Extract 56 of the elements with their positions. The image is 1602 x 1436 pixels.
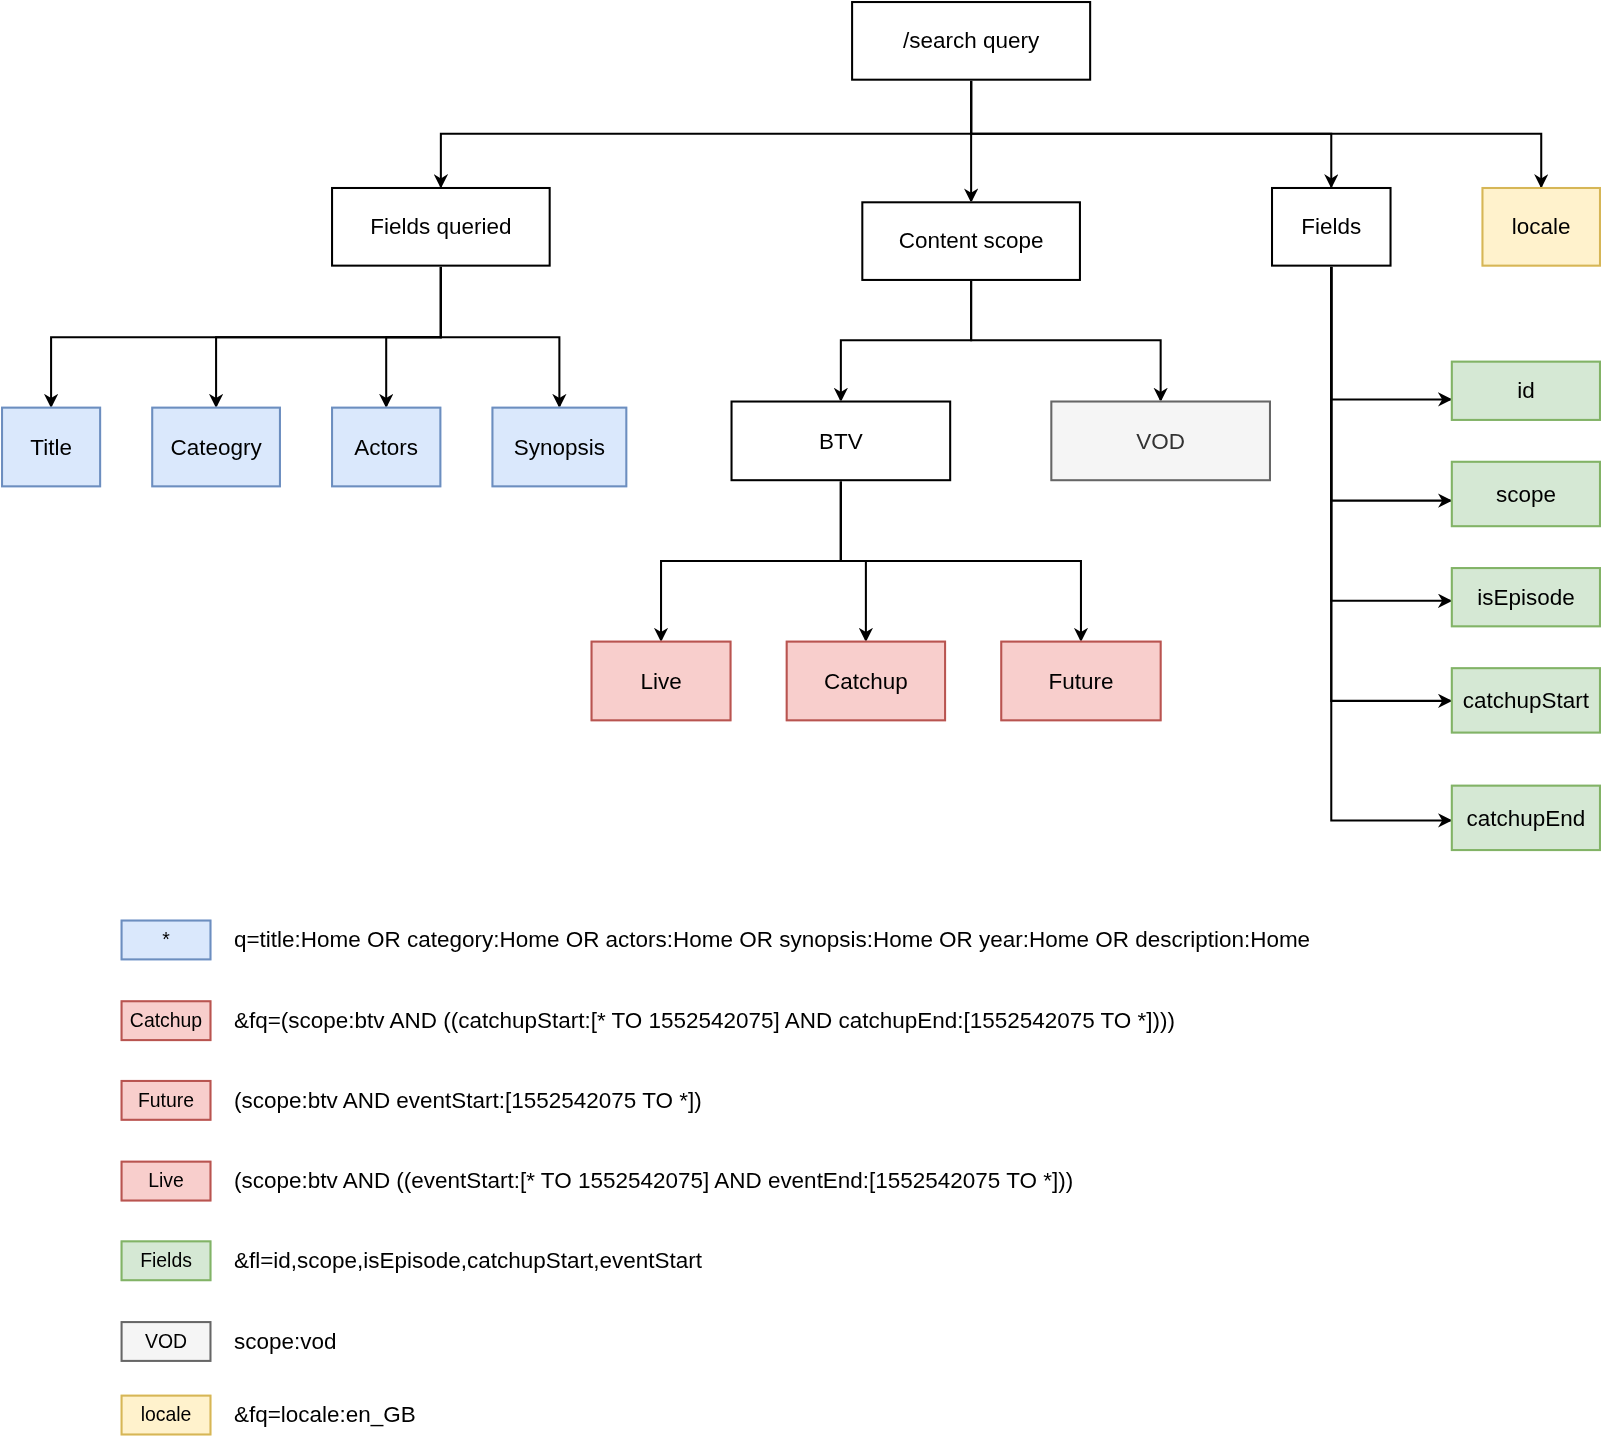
legend-swatch: Live (120, 1160, 212, 1202)
legend-swatch: Future (120, 1079, 212, 1121)
node-box (1450, 567, 1601, 628)
node-box (331, 406, 442, 488)
node-label: Cateogry (170, 433, 262, 461)
node-label: Fields queried (370, 213, 512, 241)
legend-swatch: locale (120, 1394, 212, 1436)
node-label: Catchup (824, 667, 908, 695)
legend-text: (scope:btv AND eventStart:[1552542075 TO *]) (233, 1087, 702, 1114)
node-box (1050, 400, 1271, 482)
node-box (331, 186, 551, 267)
arrow (970, 280, 1168, 402)
legend-text: scope:vod (233, 1328, 337, 1355)
legend-text: &fq=(scope:btv AND ((catchupStart:[* TO 1552542075] AND catchupEnd:[1552542075 TO *]))) (233, 1007, 1176, 1034)
node-label: isEpisode (1477, 583, 1575, 611)
node-box (851, 1, 1092, 81)
node-box (785, 640, 947, 722)
legend-swatch: * (120, 919, 212, 961)
node-box (1, 406, 102, 488)
node-label: locale (1511, 213, 1571, 241)
node-label: /search query (903, 27, 1040, 55)
node-label: VOD (1136, 427, 1185, 455)
node-box (1450, 667, 1601, 734)
node-box (1271, 186, 1392, 267)
node-label: BTV (819, 427, 863, 455)
node-box (491, 406, 628, 488)
arrow (839, 481, 1089, 643)
legend-swatch: VOD (120, 1321, 212, 1362)
node-label: Fields (1301, 213, 1362, 241)
legend-text: &fq=locale:en_GB (233, 1401, 416, 1429)
legend-swatch: Fields (120, 1240, 212, 1282)
node-label: id (1517, 377, 1535, 405)
legend-text: q=title:Home OR category:Home OR actors:Home OR synopsis:Home OR year:Home OR description:Home (233, 926, 1311, 954)
node-label: catchupEnd (1466, 804, 1586, 832)
node-box (1481, 186, 1601, 267)
node-label: catchupStart (1462, 687, 1589, 714)
legend-text: (scope:btv AND ((eventStart:[* TO 1552542075] AND eventEnd:[1552542075 TO *])) (233, 1167, 1074, 1195)
node-box (590, 640, 732, 722)
arrow (970, 80, 1549, 189)
node-box (1450, 784, 1601, 852)
node-label: Title (30, 433, 72, 461)
node-box (151, 406, 281, 488)
legend-text: &fl=id,scope,isEpisode,catchupStart,eventStart (233, 1247, 702, 1275)
node-box (1450, 460, 1601, 528)
node-label: Synopsis (513, 433, 605, 461)
node-box (861, 201, 1081, 281)
node-box (730, 400, 952, 482)
node-box (1450, 360, 1601, 421)
arrow (439, 266, 567, 409)
node-label: Actors (354, 433, 419, 461)
node-box (1000, 640, 1162, 722)
legend-swatch: Catchup (120, 1000, 212, 1042)
node-label: Content scope (898, 227, 1044, 255)
node-label: scope (1495, 480, 1556, 508)
node-label: Live (640, 667, 682, 695)
node-label: Future (1048, 667, 1114, 695)
